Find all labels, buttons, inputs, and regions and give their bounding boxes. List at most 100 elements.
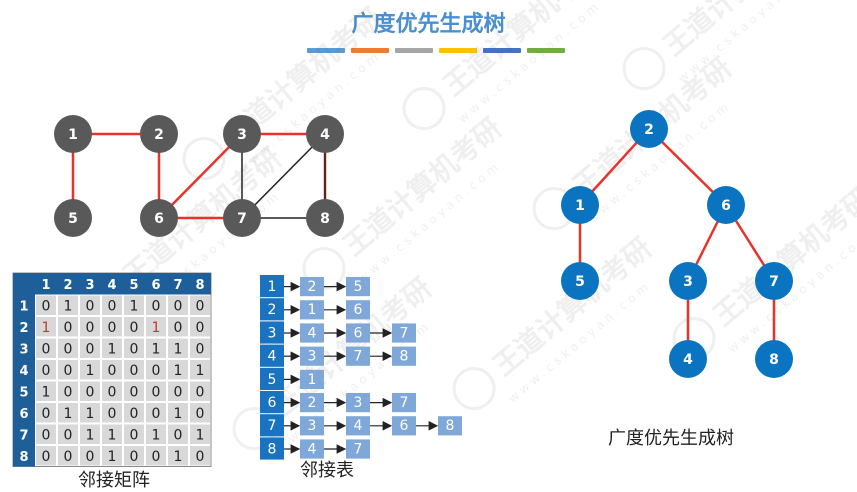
matrix-cell: [80, 295, 100, 315]
matrix-col-header-6: 6: [151, 278, 160, 293]
tree-node-circle: [669, 340, 707, 378]
graph-edges: [71, 132, 327, 220]
list-node: [300, 277, 324, 297]
tree-node-circle: [755, 340, 793, 378]
list-node: [346, 300, 370, 320]
tree-node-1: 1: [561, 186, 599, 224]
matrix-cell-value: 1: [108, 428, 117, 444]
matrix-col-header-4: 4: [107, 278, 116, 293]
tree-node-8: 8: [755, 340, 793, 378]
matrix-cell: [168, 360, 188, 380]
list-node: [346, 323, 370, 343]
matrix-cell-value: 0: [152, 449, 161, 465]
graph-node-label: 6: [154, 211, 164, 227]
list-head-cell: [260, 298, 284, 321]
matrix-cell-value: 0: [42, 428, 51, 444]
tree-node-label: 8: [769, 352, 779, 368]
matrix-cell-value: 0: [130, 385, 139, 401]
matrix-cell: [168, 381, 188, 401]
matrix-cell-value: 0: [108, 299, 117, 315]
matrix-cell: [58, 317, 78, 337]
title-bar-2: [351, 48, 389, 53]
title-bar-4: [439, 48, 477, 53]
matrix-cell-value: 1: [152, 428, 161, 444]
matrix-cell-value: 0: [64, 342, 73, 358]
list-head-label: 5: [268, 372, 277, 388]
matrix-cell: [36, 403, 56, 423]
list-node-label: 3: [308, 418, 317, 434]
matrix-cell-value: 0: [174, 320, 183, 336]
matrix-cell: [36, 317, 56, 337]
list-head-label: 1: [268, 279, 277, 295]
matrix-cell: [146, 446, 166, 466]
matrix-cell: [168, 295, 188, 315]
matrix-col-header-2: 2: [63, 278, 72, 293]
matrix-cell-value: 0: [152, 385, 161, 401]
list-head-label: 6: [268, 395, 277, 411]
matrix-cell-value: 0: [64, 320, 73, 336]
graph-node-label: 2: [154, 127, 164, 143]
list-node-label: 4: [308, 441, 317, 457]
matrix-cell-value: 0: [174, 299, 183, 315]
graph-node-circle: [223, 199, 261, 237]
matrix-cell: [36, 424, 56, 444]
matrix-cell-value: 0: [108, 406, 117, 422]
list-node: [392, 416, 416, 436]
list-node-label: 5: [354, 279, 363, 295]
matrix-row-header-1: 1: [19, 300, 28, 315]
matrix-cell-value: 0: [108, 385, 117, 401]
matrix-cell: [124, 360, 144, 380]
tree-node-label: 6: [721, 198, 731, 214]
matrix-cell: [190, 317, 210, 337]
matrix-cell-value: 0: [130, 406, 139, 422]
matrix-row-header-8: 8: [19, 450, 28, 465]
graph-node-6: 6: [140, 199, 178, 237]
matrix-cell: [124, 295, 144, 315]
matrix-cell: [124, 424, 144, 444]
matrix-cell-value: 0: [86, 320, 95, 336]
list-node-label: 1: [308, 372, 317, 388]
graph-node-label: 4: [320, 127, 330, 143]
tree-node-4: 4: [669, 340, 707, 378]
matrix-cell: [80, 317, 100, 337]
matrix-cell-value: 0: [42, 363, 51, 379]
list-node: [438, 416, 462, 436]
matrix-cell: [80, 424, 100, 444]
matrix-row-header-3: 3: [19, 343, 28, 358]
matrix-cell-value: 1: [196, 428, 205, 444]
list-node: [300, 323, 324, 343]
matrix-cell-value: 0: [64, 363, 73, 379]
matrix-cell: [102, 338, 122, 358]
graph-node-circle: [54, 199, 92, 237]
matrix-cell: [36, 360, 56, 380]
graph-node-7: 7: [223, 199, 261, 237]
graph-node-label: 7: [237, 211, 247, 227]
matrix-cell: [124, 403, 144, 423]
matrix-cell-value: 0: [42, 342, 51, 358]
matrix-cell: [36, 338, 56, 358]
tree-node-circle: [669, 262, 707, 300]
list-node-label: 6: [400, 418, 409, 434]
tree-node-label: 3: [683, 274, 693, 290]
tree-node-circle: [630, 110, 668, 148]
matrix-cell-value: 0: [64, 428, 73, 444]
matrix-col-header-5: 5: [129, 278, 138, 293]
graph-edge-4-7: [241, 133, 326, 219]
list-node: [300, 439, 324, 459]
list-node-label: 4: [354, 418, 363, 434]
graph-node-3: 3: [223, 115, 261, 153]
matrix-cell: [168, 338, 188, 358]
matrix-cell: [80, 338, 100, 358]
matrix-cell: [168, 403, 188, 423]
matrix-cell: [124, 381, 144, 401]
matrix-cell: [190, 360, 210, 380]
matrix-cell-value: 1: [174, 406, 183, 422]
matrix-col-header-3: 3: [85, 278, 94, 293]
graph-node-label: 5: [68, 211, 78, 227]
matrix-cell: [102, 295, 122, 315]
